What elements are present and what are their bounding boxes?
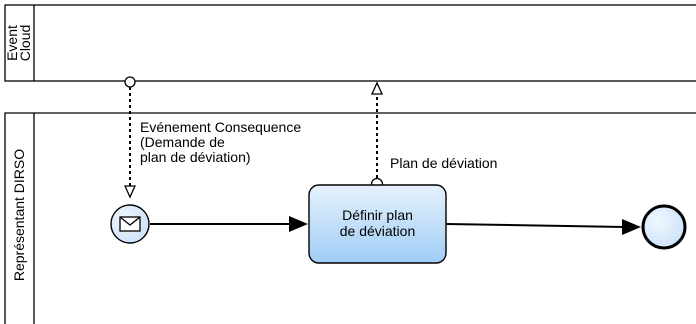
- pool-event-cloud-label: Event Cloud: [4, 25, 33, 62]
- message-flow-incoming-source: [124, 76, 136, 88]
- message-flow-incoming-label-line-3: plan de déviation): [140, 149, 251, 165]
- sequence-flow-arrowhead: [622, 219, 641, 235]
- sequence-flow-line: [445, 223, 625, 228]
- sequence-flow-task-to-end[interactable]: [445, 219, 641, 235]
- pool-event-cloud[interactable]: Event Cloud: [4, 4, 696, 82]
- message-flow-outgoing-arrowhead: [370, 81, 384, 95]
- sequence-flow-arrowhead: [289, 216, 308, 232]
- task-label-line-1: Définir plan: [342, 207, 413, 223]
- message-flow-incoming-arrowhead: [123, 185, 137, 199]
- message-flow-outgoing-label: Plan de déviation: [390, 155, 497, 171]
- pool-representant-dirso-label: Représentant DIRSO: [11, 149, 27, 281]
- sequence-flow-start-to-task[interactable]: [150, 216, 308, 232]
- message-flow-incoming-label-line-2: (Demande de: [140, 134, 225, 150]
- message-flow-incoming-label: Evénement Consequence (Demande de plan d…: [140, 119, 301, 165]
- envelope-icon: [119, 216, 141, 232]
- pool-representant-dirso[interactable]: Représentant DIRSO: [4, 112, 696, 324]
- task-definir-plan-de-deviation[interactable]: Définir plan de déviation: [308, 184, 447, 264]
- task-label-line-2: de déviation: [340, 223, 416, 239]
- pool-event-cloud-label-line-1: Event: [4, 25, 20, 61]
- pool-event-cloud-label-line-2: Cloud: [17, 25, 33, 62]
- message-flow-outgoing[interactable]: [370, 81, 384, 191]
- end-event[interactable]: [641, 204, 687, 250]
- message-flow-incoming[interactable]: [123, 76, 137, 199]
- message-flow-incoming-label-line-1: Evénement Consequence: [140, 119, 301, 135]
- start-message-event[interactable]: [110, 204, 150, 244]
